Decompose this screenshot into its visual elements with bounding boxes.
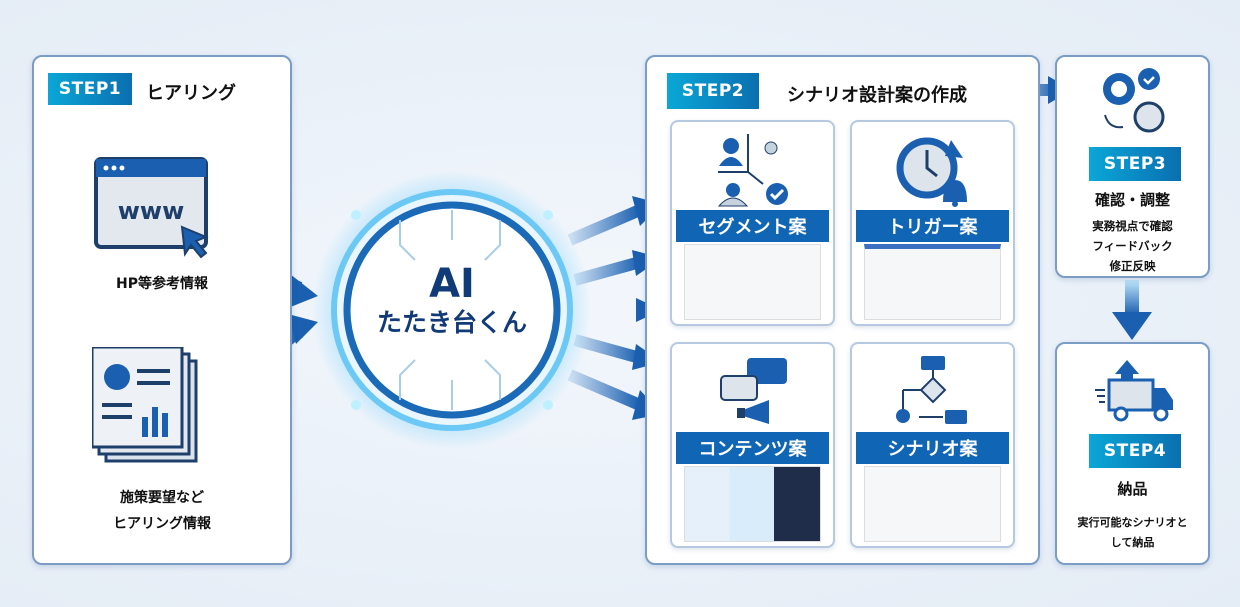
gears-check-icon — [1103, 68, 1165, 133]
step3-line3: 修正反映 — [1109, 259, 1156, 273]
step4-line2: して納品 — [1110, 536, 1155, 549]
step4-title: 納品 — [1117, 480, 1148, 498]
documents-report-icon — [92, 347, 198, 463]
step4-panel: STEP4 納品 実行可能なシナリオと して納品 — [1055, 342, 1210, 565]
content-doc-preview — [684, 466, 821, 542]
hearing-line2: ヒアリング情報 — [113, 516, 211, 532]
step3-line2: フィードバック — [1092, 239, 1173, 253]
flowchart-icon — [895, 356, 967, 424]
step3-badge: STEP3 — [1089, 147, 1181, 181]
delivery-truck-icon — [1095, 360, 1173, 422]
content-card: コンテンツ案 — [670, 342, 835, 548]
step2-title: シナリオ設計案の作成 — [787, 85, 967, 106]
scenario-doc-preview — [864, 466, 1001, 542]
ai-subtitle: たたき台くん — [376, 308, 527, 337]
trigger-doc-preview — [864, 244, 1001, 320]
segment-card: セグメント案 — [670, 120, 835, 326]
trigger-card: トリガー案 — [850, 120, 1015, 326]
segment-users-icon — [717, 134, 788, 207]
step4-badge: STEP4 — [1089, 434, 1181, 468]
segment-doc-preview — [684, 244, 821, 320]
segment-label: セグメント案 — [676, 210, 829, 242]
hearing-line1: 施策要望など — [120, 490, 204, 506]
hp-reference-label: HP等参考情報 — [116, 276, 208, 292]
step3-panel: STEP3 確認・調整 実務視点で確認 フィードバック 修正反映 — [1055, 55, 1210, 278]
ai-core: AI たたき台くん — [352, 262, 552, 340]
scenario-label: シナリオ案 — [856, 432, 1009, 464]
trigger-label: トリガー案 — [856, 210, 1009, 242]
chat-megaphone-icon — [719, 358, 787, 424]
step3-title: 確認・調整 — [1094, 191, 1170, 209]
scenario-card: シナリオ案 — [850, 342, 1015, 548]
step2-badge: STEP2 — [667, 73, 759, 109]
www-text: www — [118, 197, 185, 225]
step1-title: ヒアリング — [146, 83, 236, 104]
content-label: コンテンツ案 — [676, 432, 829, 464]
step4-line1: 実行可能なシナリオと — [1077, 516, 1188, 529]
step3-line1: 実務視点で確認 — [1092, 219, 1173, 233]
hearing-info-label: 施策要望などヒアリング情報 — [34, 485, 290, 537]
web-browser-icon: www — [94, 157, 209, 259]
step1-badge: STEP1 — [48, 73, 132, 105]
clock-bell-icon — [896, 137, 967, 207]
step1-panel: STEP1 ヒアリング www HP等参考情報 施策要望などヒアリング情報 — [32, 55, 292, 565]
ai-title: AI — [429, 261, 475, 307]
